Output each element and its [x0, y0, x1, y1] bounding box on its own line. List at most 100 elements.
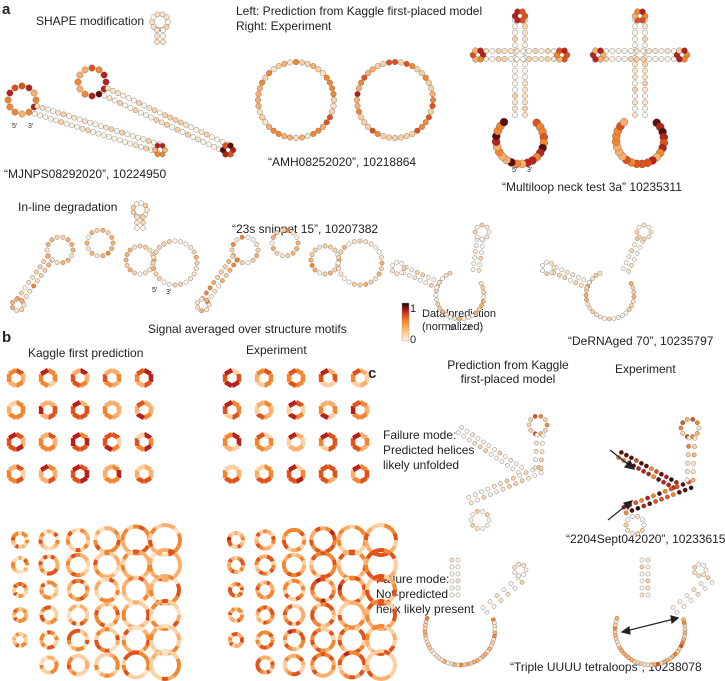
nucleotide — [71, 114, 78, 121]
nucleotide — [100, 253, 106, 259]
nucleotide — [474, 234, 480, 240]
motif-ring-segment — [40, 667, 46, 673]
motif-ring-segment — [388, 627, 396, 635]
nucleotide — [629, 248, 634, 253]
motif-ring-segment — [227, 561, 232, 566]
nucleotide — [636, 234, 642, 240]
nucleotide — [507, 484, 512, 489]
motif-ring-segment — [66, 530, 73, 537]
motif-ring-segment — [53, 614, 59, 620]
nucleotide — [342, 245, 347, 250]
motif-ring-segment — [138, 524, 146, 532]
nucleotide — [193, 266, 199, 272]
nucleotide — [639, 557, 645, 563]
motif-hex-segment — [287, 412, 298, 420]
nucleotide — [629, 263, 634, 268]
nucleotide — [285, 227, 291, 233]
nucleotide — [498, 481, 503, 486]
nucleotide — [480, 299, 486, 304]
nucleotide — [254, 253, 260, 258]
nucleotide — [498, 598, 504, 603]
motif-hex-segment — [230, 380, 241, 388]
nucleotide — [440, 276, 445, 281]
motif-ring-segment — [342, 524, 350, 532]
nucleotide — [485, 486, 491, 492]
nucleotide — [645, 578, 651, 584]
motif-ring-segment — [12, 639, 17, 644]
nucleotide — [378, 266, 384, 272]
motif-hex-segment — [351, 476, 362, 484]
nucleotide — [293, 135, 299, 141]
motif-ring-segment — [255, 610, 261, 616]
motif-ring-segment — [93, 534, 99, 541]
nucleotide — [519, 478, 525, 484]
motif-ring-segment — [43, 644, 48, 650]
motif-ring-segment — [366, 670, 374, 678]
nucleotide — [39, 105, 46, 111]
nucleotide — [369, 127, 376, 134]
nucleotide — [255, 247, 261, 253]
nucleotide — [266, 70, 273, 77]
nucleotide — [634, 458, 639, 463]
nucleotide — [551, 265, 557, 271]
motif-ring-segment — [143, 569, 150, 578]
panel-label-c: c — [368, 365, 377, 382]
nucleotide — [694, 430, 700, 436]
motif-hex-segment — [319, 476, 330, 484]
nucleotide — [358, 114, 365, 121]
nucleotide — [203, 290, 209, 296]
nucleotide — [475, 436, 481, 441]
nucleotide — [632, 74, 638, 80]
motif-ring-segment — [121, 633, 127, 641]
nucleotide — [459, 425, 464, 430]
nucleotide — [407, 272, 412, 278]
nucleotide — [494, 455, 499, 461]
nucleotide — [480, 605, 486, 610]
motif-ring-segment — [79, 604, 85, 610]
motif-ring-segment — [240, 564, 245, 569]
nucleotide — [50, 257, 55, 263]
motif-ring-segment — [23, 542, 29, 548]
motif-ring-segment — [167, 624, 175, 631]
nucleotide — [658, 56, 665, 62]
nucleotide — [65, 257, 71, 263]
motif-ring-segment — [167, 574, 175, 581]
nucleotide — [639, 498, 645, 503]
nucleotide — [104, 85, 111, 92]
nucleotide — [619, 117, 629, 127]
motif-hex-segment — [351, 380, 362, 388]
motif-hex-segment — [319, 400, 330, 408]
nucleotide — [270, 235, 276, 240]
nucleotide — [85, 127, 91, 134]
nucleotide — [90, 129, 96, 135]
motif-ring-segment — [370, 548, 379, 555]
nucleotide — [540, 268, 545, 273]
nucleotide — [479, 303, 484, 308]
motif-hex-segment — [46, 400, 57, 408]
colorbar-max-label: 1 — [410, 303, 417, 315]
motif-ring-segment — [311, 668, 318, 675]
motif-ring-segment — [358, 603, 365, 611]
nucleotide — [681, 604, 687, 609]
motif-hex-segment — [326, 380, 337, 388]
nucleotide — [397, 59, 404, 66]
nucleotide — [474, 509, 480, 514]
motif-ring-segment — [298, 656, 305, 662]
nucleotide — [477, 444, 483, 450]
caption-2204sept: “2204Sept042020”, 10233615 — [566, 532, 725, 546]
motif-ring-segment — [142, 619, 149, 627]
nucleotide — [136, 100, 142, 106]
motif-hex-segment — [230, 432, 241, 440]
nucleotide — [642, 74, 648, 80]
motif-hex-segment — [46, 476, 57, 484]
motif-ring-segment — [371, 599, 379, 606]
nucleotide — [694, 420, 700, 426]
motif-ring-segment — [338, 527, 345, 536]
motif-ring-segment — [254, 560, 260, 566]
motif-hex-segment — [262, 432, 273, 440]
nucleotide — [609, 56, 616, 62]
motif-grids — [6, 368, 398, 681]
motif-ring-segment — [99, 671, 106, 678]
motif-ring-segment — [310, 634, 316, 641]
nucleotide — [4, 96, 12, 104]
